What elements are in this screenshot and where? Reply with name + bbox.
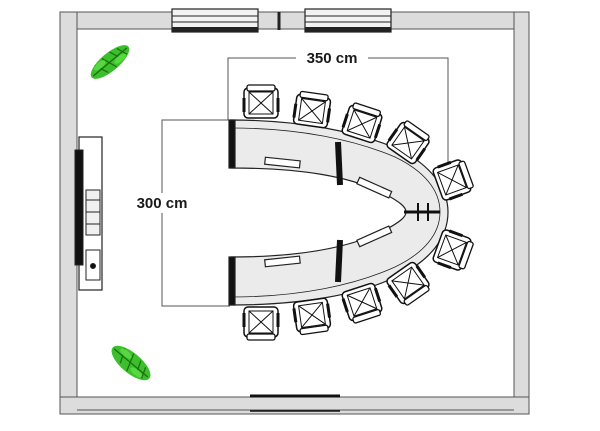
top-wall [59, 11, 527, 30]
chair [432, 159, 474, 201]
chair [386, 120, 430, 165]
chair [242, 84, 280, 119]
door [250, 394, 340, 412]
width-label-bg [296, 48, 368, 68]
plant-top [90, 45, 130, 79]
sideboard [74, 136, 103, 291]
chair [292, 90, 332, 129]
chair [242, 306, 280, 341]
left-wall [59, 11, 78, 415]
depth-dimension-label: 300 cm [137, 195, 188, 212]
chair [341, 102, 383, 144]
chair [386, 261, 430, 306]
right-wall [513, 11, 530, 415]
plant-bottom [111, 345, 151, 381]
width-dimension-label: 350 cm [307, 50, 358, 67]
window-left [171, 8, 259, 33]
chair [292, 297, 332, 336]
chair [432, 229, 474, 271]
u-shaped-table [228, 119, 449, 306]
chair [341, 282, 383, 324]
depth-label-bg [126, 193, 198, 213]
chairs [242, 84, 474, 341]
window-right [304, 8, 392, 33]
